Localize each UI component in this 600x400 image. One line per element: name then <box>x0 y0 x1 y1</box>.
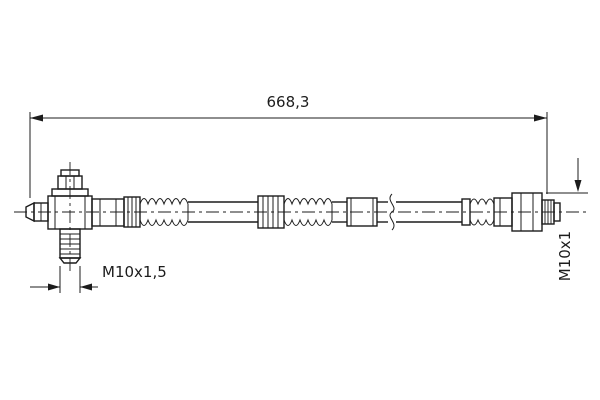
overall-length-label: 668,3 <box>267 93 310 111</box>
break-symbol <box>389 193 395 231</box>
right-end-fitting <box>493 192 561 232</box>
hose-band <box>346 197 378 227</box>
arrowhead-right <box>534 114 547 122</box>
thread-left-label: M10x1,5 <box>102 263 167 281</box>
bolt-cap <box>60 169 80 177</box>
dimension-thread-left: M10x1,5 <box>30 263 167 293</box>
arrowhead-stud-right <box>80 283 92 291</box>
left-banjo-fitting <box>25 169 93 264</box>
end-washer <box>553 202 561 222</box>
arrowhead-right-fitting <box>574 180 582 192</box>
arrowhead-stud-left <box>48 283 60 291</box>
stud-chamfer <box>58 257 82 264</box>
thread-right-label: M10x1 <box>556 231 574 281</box>
arrowhead-left <box>30 114 43 122</box>
bellows-section-1 <box>139 198 189 226</box>
dimension-thread-right: M10x1 <box>546 158 588 281</box>
dimension-overall-length: 668,3 <box>29 93 548 198</box>
hose-body <box>91 193 495 231</box>
bellows-section-2 <box>283 198 333 226</box>
left-collar <box>91 198 125 227</box>
